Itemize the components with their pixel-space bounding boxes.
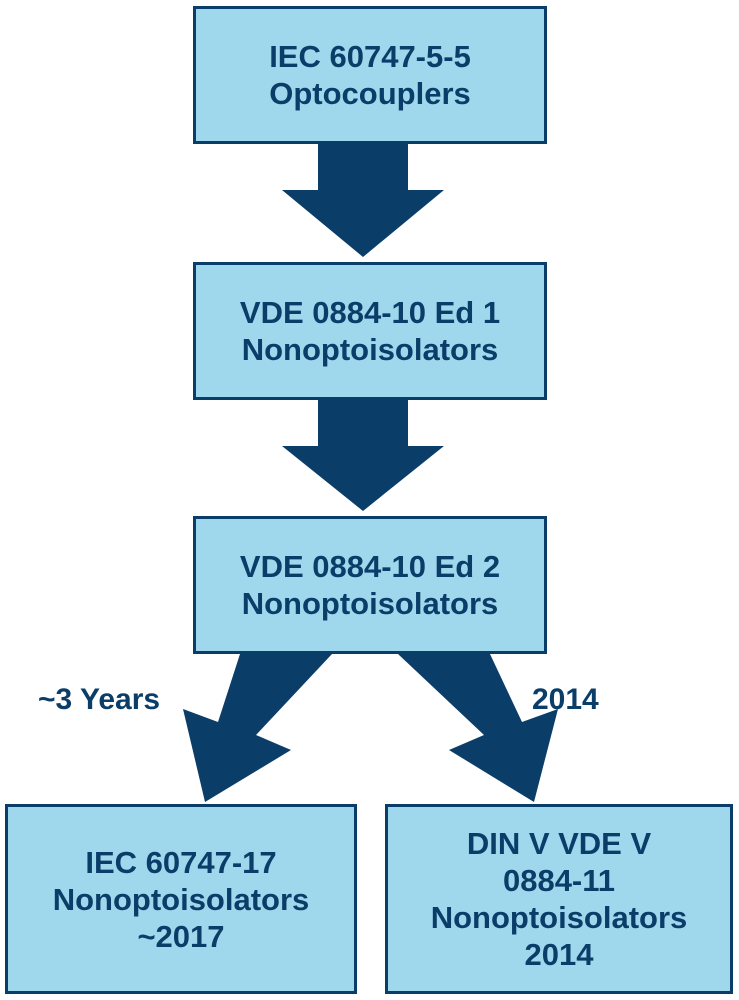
node-5-line-2: 0884-11 — [502, 863, 616, 898]
node-5-line-3: Nonoptoisolators — [430, 900, 688, 935]
edge-label-3-years: ~3 Years — [38, 683, 161, 716]
arrow-down-1 — [282, 144, 444, 257]
node-1-line-2: Optocouplers — [269, 76, 471, 111]
arrow-diagonal-left — [183, 654, 332, 802]
node-3-line-2: Nonoptoisolators — [241, 586, 499, 621]
node-vde-0884-10-ed2: VDE 0884-10 Ed 2 Nonoptoisolators — [193, 516, 547, 654]
node-2-line-1: VDE 0884-10 Ed 1 — [239, 295, 501, 330]
node-1-line-1: IEC 60747-5-5 — [269, 39, 471, 74]
edge-label-2014: 2014 — [532, 683, 599, 716]
node-4-line-3: ~2017 — [137, 918, 225, 954]
node-iec-60747-17: IEC 60747-17 Nonoptoisolators ~2017 — [5, 804, 357, 994]
node-vde-0884-10-ed1: VDE 0884-10 Ed 1 Nonoptoisolators — [193, 262, 547, 400]
node-iec-60747-5-5: IEC 60747-5-5 Optocouplers — [193, 6, 547, 144]
arrow-down-2 — [282, 400, 444, 511]
node-4-line-2: Nonoptoisolators — [52, 881, 310, 917]
node-2-line-2: Nonoptoisolators — [241, 332, 499, 367]
node-5-line-1: DIN V VDE V — [466, 826, 652, 861]
arrow-diagonal-right — [398, 654, 558, 802]
node-din-v-vde-v-0884-11: DIN V VDE V 0884-11 Nonoptoisolators 201… — [385, 804, 733, 994]
node-5-line-4: 2014 — [524, 937, 594, 972]
node-3-line-1: VDE 0884-10 Ed 2 — [239, 549, 501, 584]
node-4-line-1: IEC 60747-17 — [85, 844, 277, 880]
